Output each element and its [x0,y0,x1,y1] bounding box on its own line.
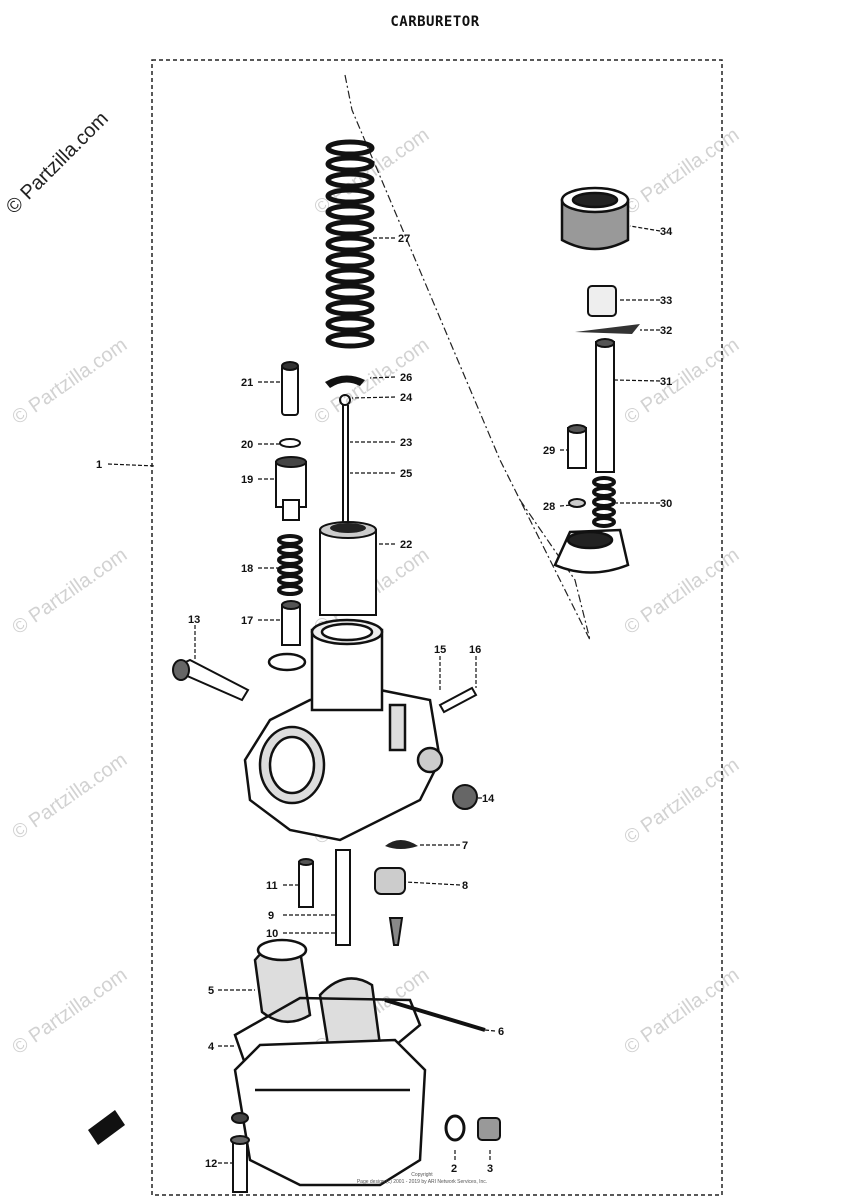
callout-18: 18 [241,563,253,575]
float [253,938,382,1055]
callout-23: 23 [400,437,412,449]
watermark: © Partzilla.com [620,544,743,639]
callout-11: 11 [266,880,278,892]
float-chamber [233,1038,427,1187]
drain-plug [477,1117,501,1141]
callout-12: 12 [205,1158,217,1170]
watermark: © Partzilla.com [620,334,743,429]
copyright-line-1: Copyright [411,1172,433,1178]
watermark: © Partzilla.com [8,544,131,639]
callout-16: 16 [469,644,481,656]
idle-spring [277,534,303,596]
watermark: © Partzilla.com [8,749,131,844]
corner-stamp [88,1110,125,1145]
callout-31: 31 [660,376,672,388]
watermark: © Partzilla.com [620,124,743,219]
watermark: © Partzilla.com [620,964,743,1059]
callout-3: 3 [487,1163,493,1175]
diagram-frame [151,59,723,1196]
callout-34: 34 [660,226,673,238]
choke-cap [560,186,630,251]
callout-5: 5 [208,985,214,997]
float-needle [388,917,404,946]
jet-needle [342,405,349,525]
callout-6: 6 [498,1026,504,1038]
chamber-screw [230,1112,250,1193]
callout-19: 19 [241,474,253,486]
plunger-spring [592,476,616,528]
jet-holder-cap [374,867,406,895]
callout-20: 20 [241,439,253,451]
callout-15: 15 [434,644,446,656]
needle-jet [335,849,351,946]
air-screw-assembly [275,361,307,521]
watermark: © Partzilla.com [8,964,131,1059]
starter-screw [567,424,587,508]
watermark: © Partzilla.com [310,124,433,219]
idle-adjust-screw [281,600,301,646]
callout-28: 28 [543,501,555,513]
carburetor-body [243,618,444,842]
choke-plunger [595,338,615,473]
main-jet [298,858,314,908]
callout-2: 2 [451,1163,457,1175]
callout-14: 14 [482,793,495,805]
mixing-nut [452,784,478,810]
needle-clip [325,375,365,388]
throttle-stop-screw [438,686,478,714]
choke-clip [575,324,640,334]
diagram-title: CARBURETOR [390,14,480,30]
drain-gasket [444,1114,466,1142]
callout-25: 25 [400,468,412,480]
return-spring [325,139,375,349]
callout-10: 10 [266,928,278,940]
needle-retainer [339,394,351,406]
washer [385,840,418,849]
watermark: © Partzilla.com [620,754,743,849]
callout-29: 29 [543,445,555,457]
throttle-valve [319,521,377,616]
callout-1: 1 [96,459,102,471]
choke-cap-plug [587,285,617,317]
choke-body [553,528,630,574]
callout-21: 21 [241,377,253,389]
callout-32: 32 [660,325,672,337]
callout-33: 33 [660,295,672,307]
leader-lines [107,225,661,1164]
callout-labels: 1 2 3 4 5 6 7 8 9 10 11 12 13 14 15 16 1… [96,226,673,1175]
body-screw [172,658,250,702]
callout-13: 13 [188,614,200,626]
callout-27: 27 [398,233,410,245]
callout-24: 24 [400,392,413,404]
callout-30: 30 [660,498,672,510]
callout-7: 7 [462,840,468,852]
callout-26: 26 [400,372,412,384]
copyright-line-2: Page design (c) 2001 - 2019 by ARI Netwo… [357,1179,487,1185]
callout-8: 8 [462,880,468,892]
float-pin [384,998,486,1032]
callout-22: 22 [400,539,412,551]
callout-4: 4 [208,1041,215,1053]
watermark-main: © Partzilla.com [2,108,113,219]
watermark: © Partzilla.com [8,334,131,429]
callout-9: 9 [268,910,274,922]
callout-17: 17 [241,615,253,627]
